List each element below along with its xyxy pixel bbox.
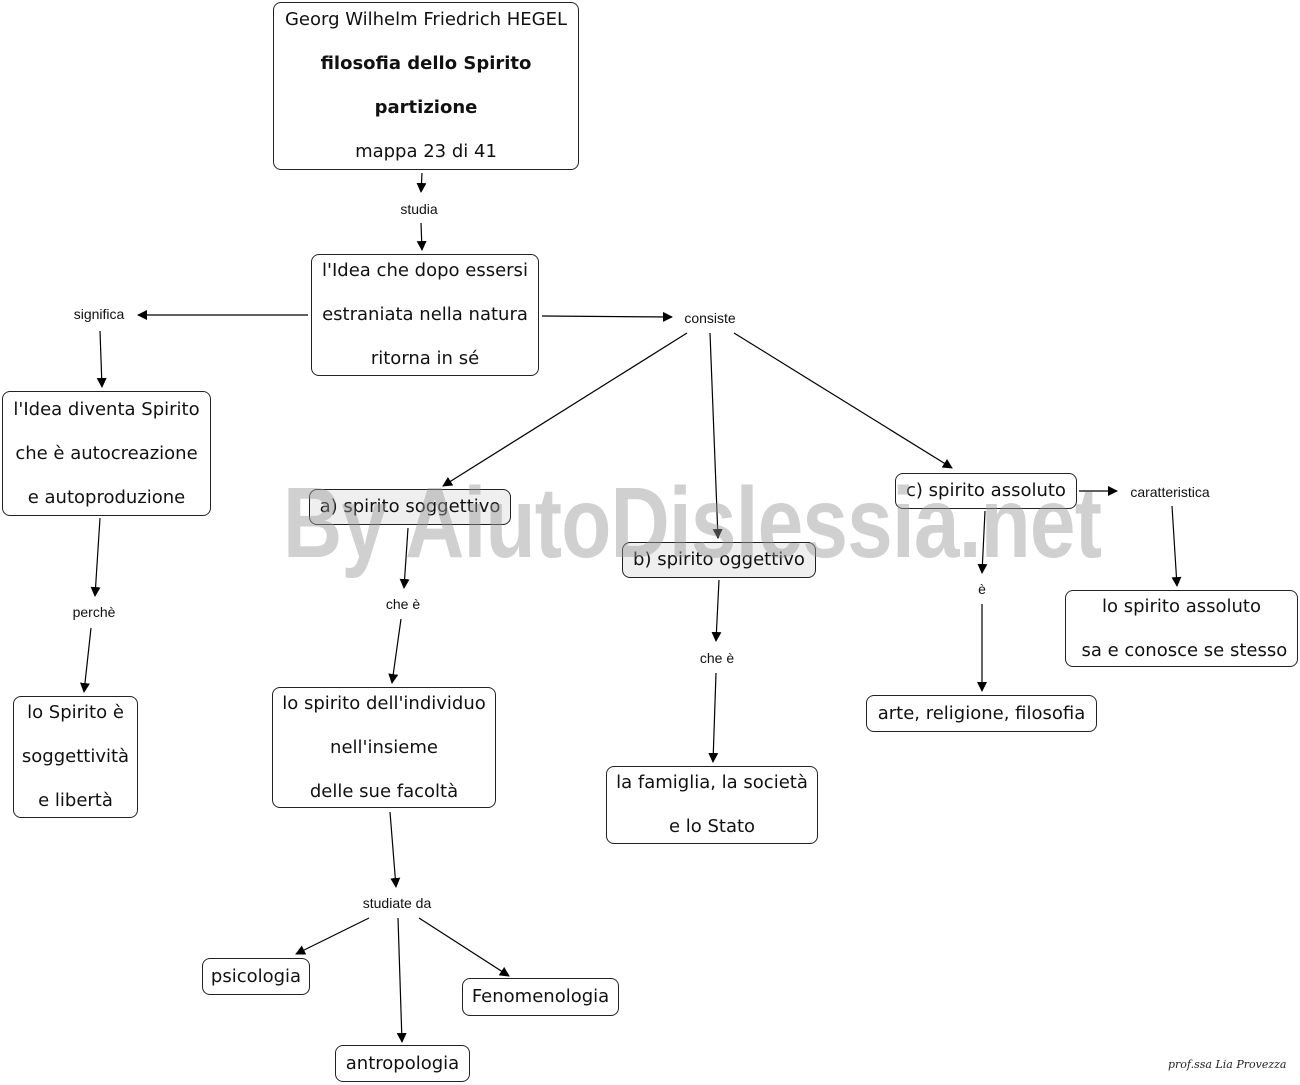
arrow-perche-to-soggettivita: [80, 627, 92, 693]
arrow-oggettivo-to-che-e: [711, 579, 722, 642]
soggettivita-line2: soggettività: [21, 746, 130, 767]
arrow-consiste-to-oggettivo: [709, 332, 723, 539]
idea-spirito-line2: che è autocreazione: [15, 442, 198, 464]
spirito-oggettivo-label: b) spirito oggettivo: [633, 549, 805, 570]
author-credit: prof.ssa Lia Provezza: [1168, 1058, 1287, 1071]
arrow-hegel-to-studia: [416, 172, 427, 193]
spirito-assoluto-label: c) spirito assoluto: [906, 480, 1066, 501]
node-famiglia: la famiglia, la società e lo Stato: [606, 766, 818, 844]
idea-spirito-line3: e autoproduzione: [27, 486, 186, 508]
conosce-line2: sa e conosce se stesso: [1075, 639, 1288, 661]
idea-ritorno-line3: ritorna in sé: [370, 348, 480, 369]
node-conosce: lo spirito assoluto sa e conosce se stes…: [1065, 590, 1298, 667]
soggettivita-line3: e libertà: [38, 790, 113, 811]
node-idea-spirito: l'Idea diventa Spirito che è autocreazio…: [2, 391, 211, 516]
node-hegel-title: Georg Wilhelm Friedrich HEGEL filosofia …: [273, 2, 579, 170]
link-consiste: consiste: [681, 309, 739, 327]
node-spirito-assoluto: c) spirito assoluto: [895, 473, 1077, 509]
arrow-consiste-to-soggettivo: [442, 332, 688, 487]
link-perche: perchè: [69, 603, 119, 621]
famiglia-line2: e lo Stato: [668, 816, 756, 837]
psicologia-label: psicologia: [210, 966, 302, 987]
node-arte: arte, religione, filosofia: [866, 695, 1097, 732]
link-che-e-soggettivo: che è: [382, 595, 424, 613]
node-fenomenologia: Fenomenologia: [462, 978, 619, 1016]
arrow-studia-to-idea: [416, 222, 427, 251]
hegel-topic: partizione: [374, 97, 478, 118]
arrow-studiate-to-fenomenologia: [418, 917, 510, 977]
watermark: By AiutoDislessia.net: [283, 467, 1102, 579]
individuo-line3: delle sue facoltà: [309, 780, 459, 802]
node-psicologia: psicologia: [202, 958, 310, 995]
arrow-studiate-to-psicologia: [295, 917, 370, 955]
node-spirito-oggettivo: b) spirito oggettivo: [622, 542, 816, 578]
idea-ritorno-line1: l'Idea che dopo essersi: [322, 260, 528, 281]
node-antropologia: antropologia: [335, 1045, 470, 1082]
arrow-consiste-to-assoluto: [733, 332, 953, 469]
arte-label: arte, religione, filosofia: [877, 703, 1086, 724]
node-spirito-soggettivita: lo Spirito è soggettività e libertà: [13, 696, 138, 818]
hegel-author: Georg Wilhelm Friedrich HEGEL: [284, 9, 568, 30]
link-che-e-oggettivo: che è: [696, 649, 738, 667]
idea-ritorno-line2: estraniata nella natura: [322, 304, 528, 325]
link-caratteristica: caratteristica: [1127, 483, 1213, 501]
node-spirito-soggettivo: a) spirito soggettivo: [309, 489, 511, 525]
arrow-che-e-to-individuo: [388, 618, 402, 684]
antropologia-label: antropologia: [345, 1053, 460, 1074]
link-e: è: [975, 580, 989, 598]
arrow-che-e-to-famiglia: [708, 672, 719, 763]
node-idea-ritorno: l'Idea che dopo essersi estraniata nella…: [311, 254, 539, 376]
node-individuo: lo spirito dell'individuo nell'insieme d…: [272, 687, 496, 808]
link-significa: significa: [70, 305, 128, 323]
link-studiate-da: studiate da: [359, 894, 435, 912]
arrow-caratteristica-to-conosce: [1171, 505, 1182, 587]
individuo-line1: lo spirito dell'individuo: [282, 692, 486, 714]
arrow-idea-to-consiste: [541, 311, 673, 322]
link-studia: studia: [397, 200, 441, 218]
famiglia-line1: la famiglia, la società: [616, 772, 808, 793]
individuo-line2: nell'insieme: [330, 736, 438, 758]
conosce-line1: lo spirito assoluto: [1101, 595, 1261, 617]
soggettivita-line1: lo Spirito è: [27, 702, 124, 723]
arrow-soggettivo-to-che-e: [399, 527, 410, 589]
arrow-individuo-to-studiate: [389, 811, 401, 888]
arrow-studiate-to-antropologia: [396, 917, 407, 1043]
fenomenologia-label: Fenomenologia: [471, 986, 610, 1007]
arrow-idea-spirito-to-perche: [90, 517, 101, 597]
hegel-subject: filosofia dello Spirito: [320, 53, 532, 74]
spirito-soggettivo-label: a) spirito soggettivo: [319, 496, 501, 517]
arrow-significa-to-idea-spirito: [96, 330, 107, 388]
hegel-map-number: mappa 23 di 41: [355, 141, 497, 162]
arrow-assoluto-to-e: [977, 510, 988, 574]
idea-spirito-line1: l'Idea diventa Spirito: [13, 398, 200, 420]
